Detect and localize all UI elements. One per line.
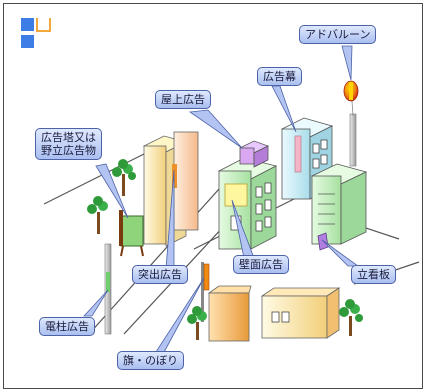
advertising-balloon-icon bbox=[343, 80, 359, 117]
callout-advertising-balloon: アドバルーン bbox=[299, 25, 377, 44]
callout-tower-ad-line1: 広告塔又は bbox=[41, 131, 96, 144]
front-orange-buildings bbox=[207, 285, 341, 342]
callout-standing-sign: 立看板 bbox=[351, 265, 396, 284]
tree-icon bbox=[112, 159, 136, 196]
tree-icon bbox=[339, 299, 363, 336]
callout-utility-pole-ad: 電柱広告 bbox=[39, 317, 95, 336]
callout-pointers bbox=[83, 45, 360, 359]
callout-banner: 広告幕 bbox=[257, 67, 302, 86]
tree-icon bbox=[187, 306, 207, 340]
utility-pole bbox=[104, 243, 112, 335]
callout-rooftop-ad: 屋上広告 bbox=[155, 90, 211, 109]
callout-wall-ad: 壁面広告 bbox=[233, 255, 289, 274]
cyan-building-banner bbox=[280, 117, 334, 200]
callout-tower-ad-line2: 野立広告物 bbox=[41, 144, 96, 157]
outdoor-advertising-illustration bbox=[21, 18, 420, 359]
tree-icon bbox=[87, 196, 108, 234]
billboard-tower-sign bbox=[119, 210, 144, 257]
logo-icon bbox=[21, 18, 51, 48]
flag-nobori bbox=[201, 262, 210, 322]
callout-tower-ad: 広告塔又は 野立広告物 bbox=[35, 128, 102, 160]
green-building-wall-ad bbox=[217, 140, 278, 250]
diagram-frame: アドバルーン 広告幕 屋上広告 広告塔又は 野立広告物 突出広告 壁面広告 立看… bbox=[3, 3, 423, 389]
callout-protruding-ad: 突出広告 bbox=[132, 265, 188, 284]
callout-flag-nobori: 旗・のぼり bbox=[117, 351, 184, 370]
